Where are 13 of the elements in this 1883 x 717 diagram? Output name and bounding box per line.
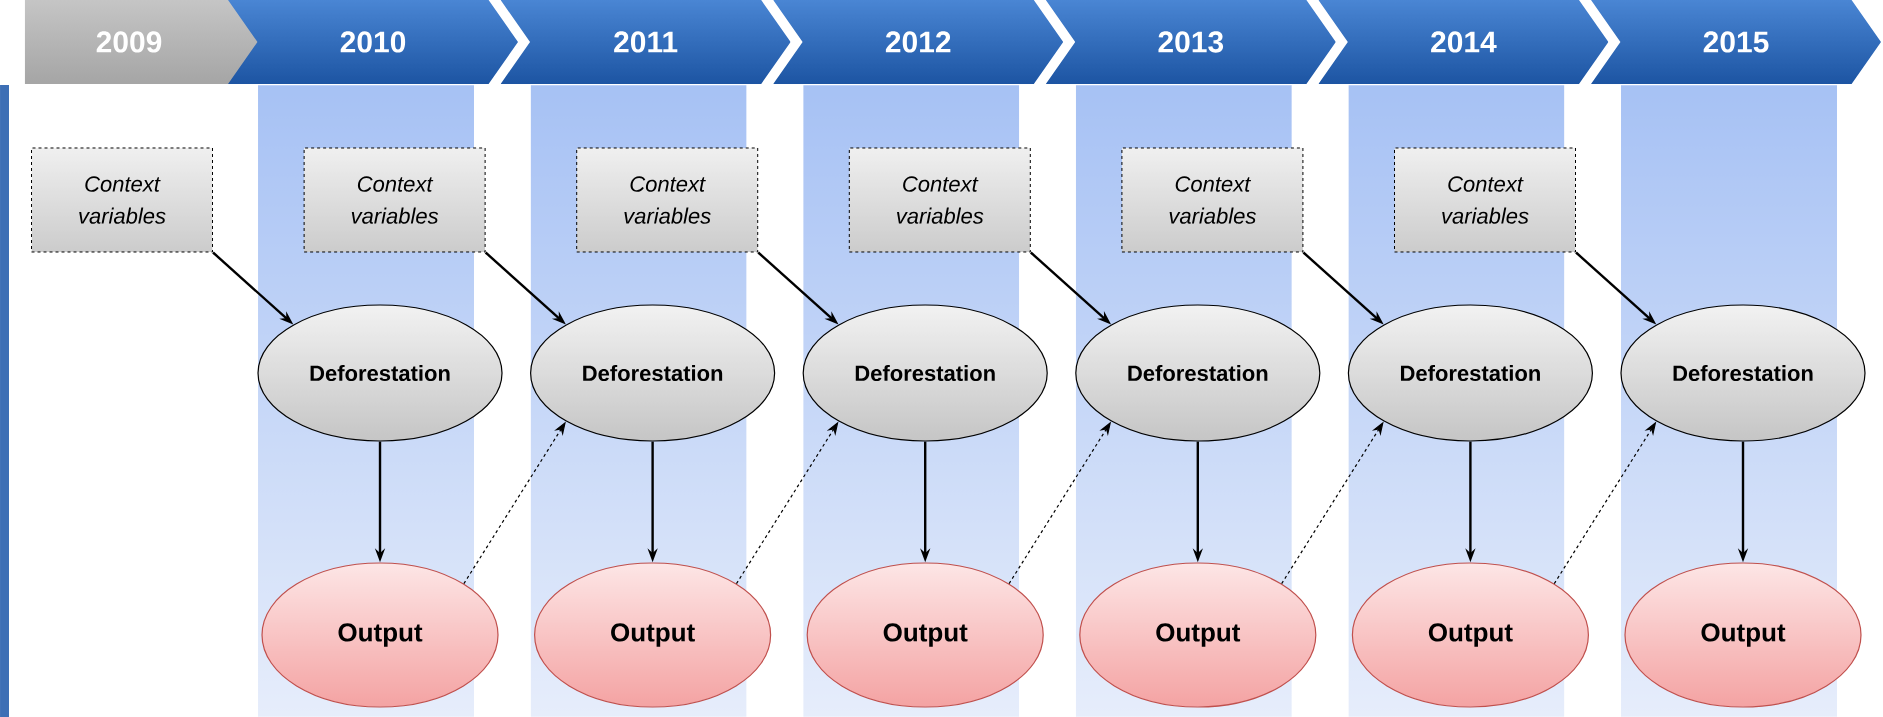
year-chevron: 2014 — [1431, 31, 1497, 53]
year-chevron: 2011 — [614, 31, 678, 53]
year-chevron: 2015 — [1703, 31, 1769, 53]
context-box: Context variables — [31, 147, 213, 253]
year-chevron: 2010 — [340, 31, 406, 53]
year-chevron: 2012 — [885, 31, 951, 53]
year-chevron: 2013 — [1158, 31, 1224, 53]
context-box: Context variables — [1394, 147, 1576, 253]
context-box: Context variables — [576, 147, 759, 253]
year-chevron: 2009 — [96, 31, 162, 53]
context-box: Context variables — [303, 147, 486, 253]
context-box: Context variables — [848, 147, 1031, 253]
context-box: Context variables — [1121, 147, 1304, 253]
